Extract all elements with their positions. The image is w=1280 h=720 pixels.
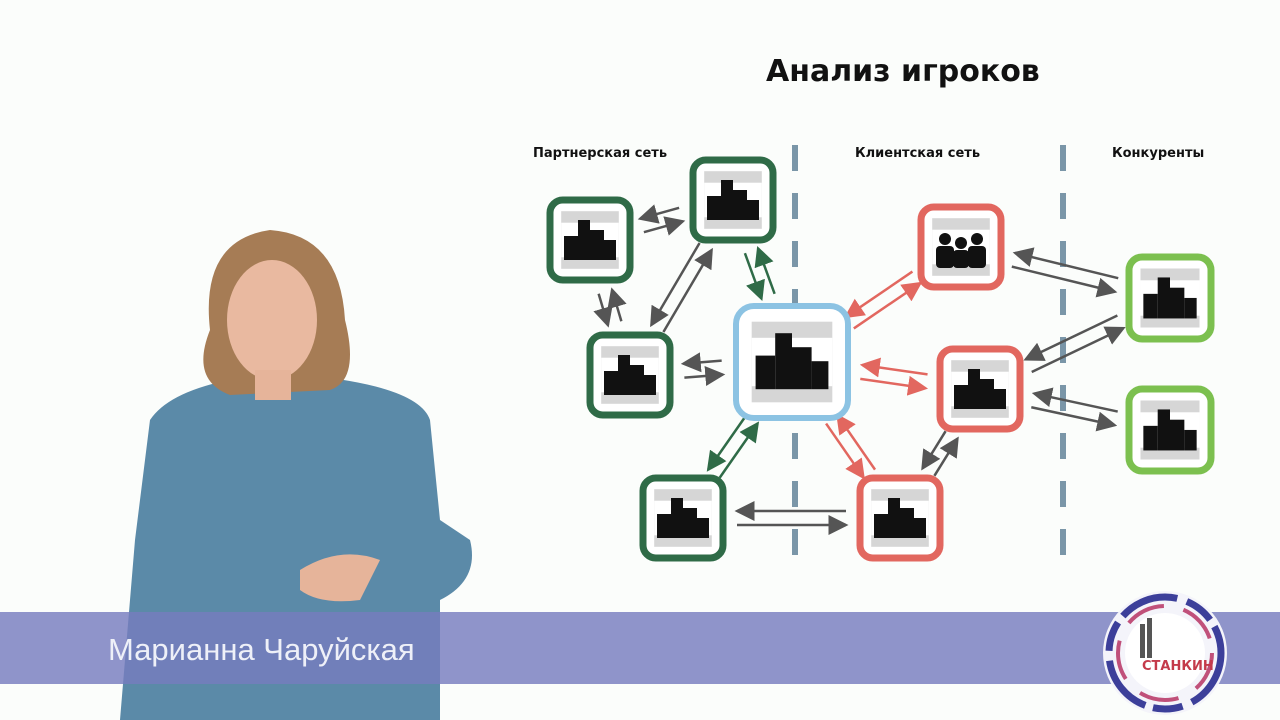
link-arrow: [836, 413, 877, 471]
link-arrow: [662, 247, 713, 333]
link-arrow: [650, 242, 701, 328]
link-arrow: [1023, 314, 1118, 361]
section-label-clients: Клиентская сеть: [855, 146, 981, 161]
link-arrow: [754, 245, 776, 295]
link-arrow: [718, 421, 760, 479]
link-arrow: [607, 287, 627, 322]
link-arrow: [593, 293, 613, 328]
section-label-partners: Партнерская сеть: [533, 146, 668, 161]
lower-third-banner: [0, 612, 1280, 684]
link-arrow: [859, 357, 928, 378]
link-arrow: [843, 270, 914, 319]
speaker-name: Марианна Чаруйская: [108, 632, 415, 667]
link-arrow: [637, 204, 680, 224]
node-competitor-2: [1125, 385, 1215, 475]
link-arrow: [643, 216, 686, 236]
university-logo: СТАНКИН: [1103, 591, 1227, 715]
link-arrow: [1031, 406, 1118, 432]
node-client-2: [936, 345, 1024, 433]
link-arrow: [825, 422, 865, 480]
link-arrow: [933, 436, 959, 477]
link-arrow: [743, 252, 765, 301]
link-arrow: [860, 375, 929, 396]
people-icon: [936, 233, 986, 268]
node-partner-3: [586, 331, 674, 419]
link-arrow: [1011, 265, 1118, 298]
link-arrow: [684, 366, 726, 386]
link-arrow: [1012, 247, 1119, 280]
link-arrow: [1031, 387, 1118, 413]
link-arrow: [706, 414, 748, 472]
node-client-3: [856, 474, 944, 562]
slide-title: Анализ игроков: [766, 54, 1040, 89]
node-partner-2: [689, 156, 777, 244]
section-label-competitors: Конкуренты: [1112, 146, 1205, 161]
svg-text:СТАНКИН: СТАНКИН: [1142, 659, 1214, 674]
node-company: [733, 303, 851, 421]
link-arrow: [680, 352, 722, 373]
link-arrow: [853, 281, 923, 330]
node-competitor-1: [1125, 253, 1215, 343]
link-arrow: [1031, 326, 1126, 374]
node-partner-4: [639, 474, 727, 562]
node-partner-1: [546, 196, 634, 284]
node-client-1: [917, 203, 1005, 291]
